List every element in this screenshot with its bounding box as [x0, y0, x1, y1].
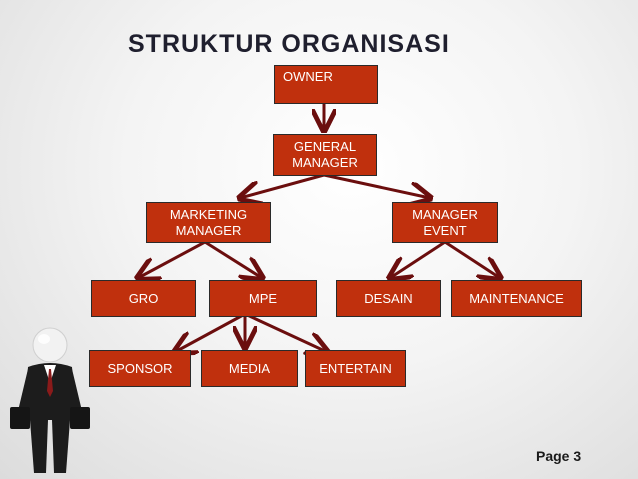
node-marketing-manager: MARKETING MANAGER	[146, 202, 271, 243]
node-general-manager-line1: GENERAL	[294, 139, 356, 155]
node-media: MEDIA	[201, 350, 298, 387]
node-mpe: MPE	[209, 280, 317, 317]
node-sponsor: SPONSOR	[89, 350, 191, 387]
node-gro-label: GRO	[129, 291, 159, 307]
node-maintenance: MAINTENANCE	[451, 280, 582, 317]
connector-mpe-sponsor	[175, 314, 245, 352]
node-manager-event-line1: MANAGER	[412, 207, 478, 223]
node-owner: OWNER	[274, 65, 378, 104]
node-marketing-manager-line2: MANAGER	[176, 223, 242, 239]
node-media-label: MEDIA	[229, 361, 270, 377]
node-owner-label: OWNER	[283, 69, 333, 85]
connector-event-desain	[390, 242, 445, 278]
node-manager-event: MANAGER EVENT	[392, 202, 498, 243]
node-entertain: ENTERTAIN	[305, 350, 406, 387]
node-sponsor-label: SPONSOR	[107, 361, 172, 377]
node-gro: GRO	[91, 280, 196, 317]
node-mpe-label: MPE	[249, 291, 277, 307]
node-desain: DESAIN	[336, 280, 441, 317]
node-marketing-manager-line1: MARKETING	[170, 207, 247, 223]
connector-gm-event	[324, 175, 430, 198]
connector-event-maintenance	[445, 242, 500, 278]
businessman-figure-icon	[10, 325, 90, 475]
node-entertain-label: ENTERTAIN	[319, 361, 391, 377]
connector-marketing-mpe	[205, 242, 262, 278]
connector-gm-marketing	[240, 175, 324, 198]
page-number: Page 3	[536, 448, 581, 464]
node-manager-event-line2: EVENT	[423, 223, 466, 239]
node-desain-label: DESAIN	[364, 291, 412, 307]
node-general-manager-line2: MANAGER	[292, 155, 358, 171]
connector-mpe-entertain	[245, 314, 327, 352]
node-general-manager: GENERAL MANAGER	[273, 134, 377, 176]
connector-marketing-gro	[138, 242, 205, 278]
node-maintenance-label: MAINTENANCE	[469, 291, 564, 307]
